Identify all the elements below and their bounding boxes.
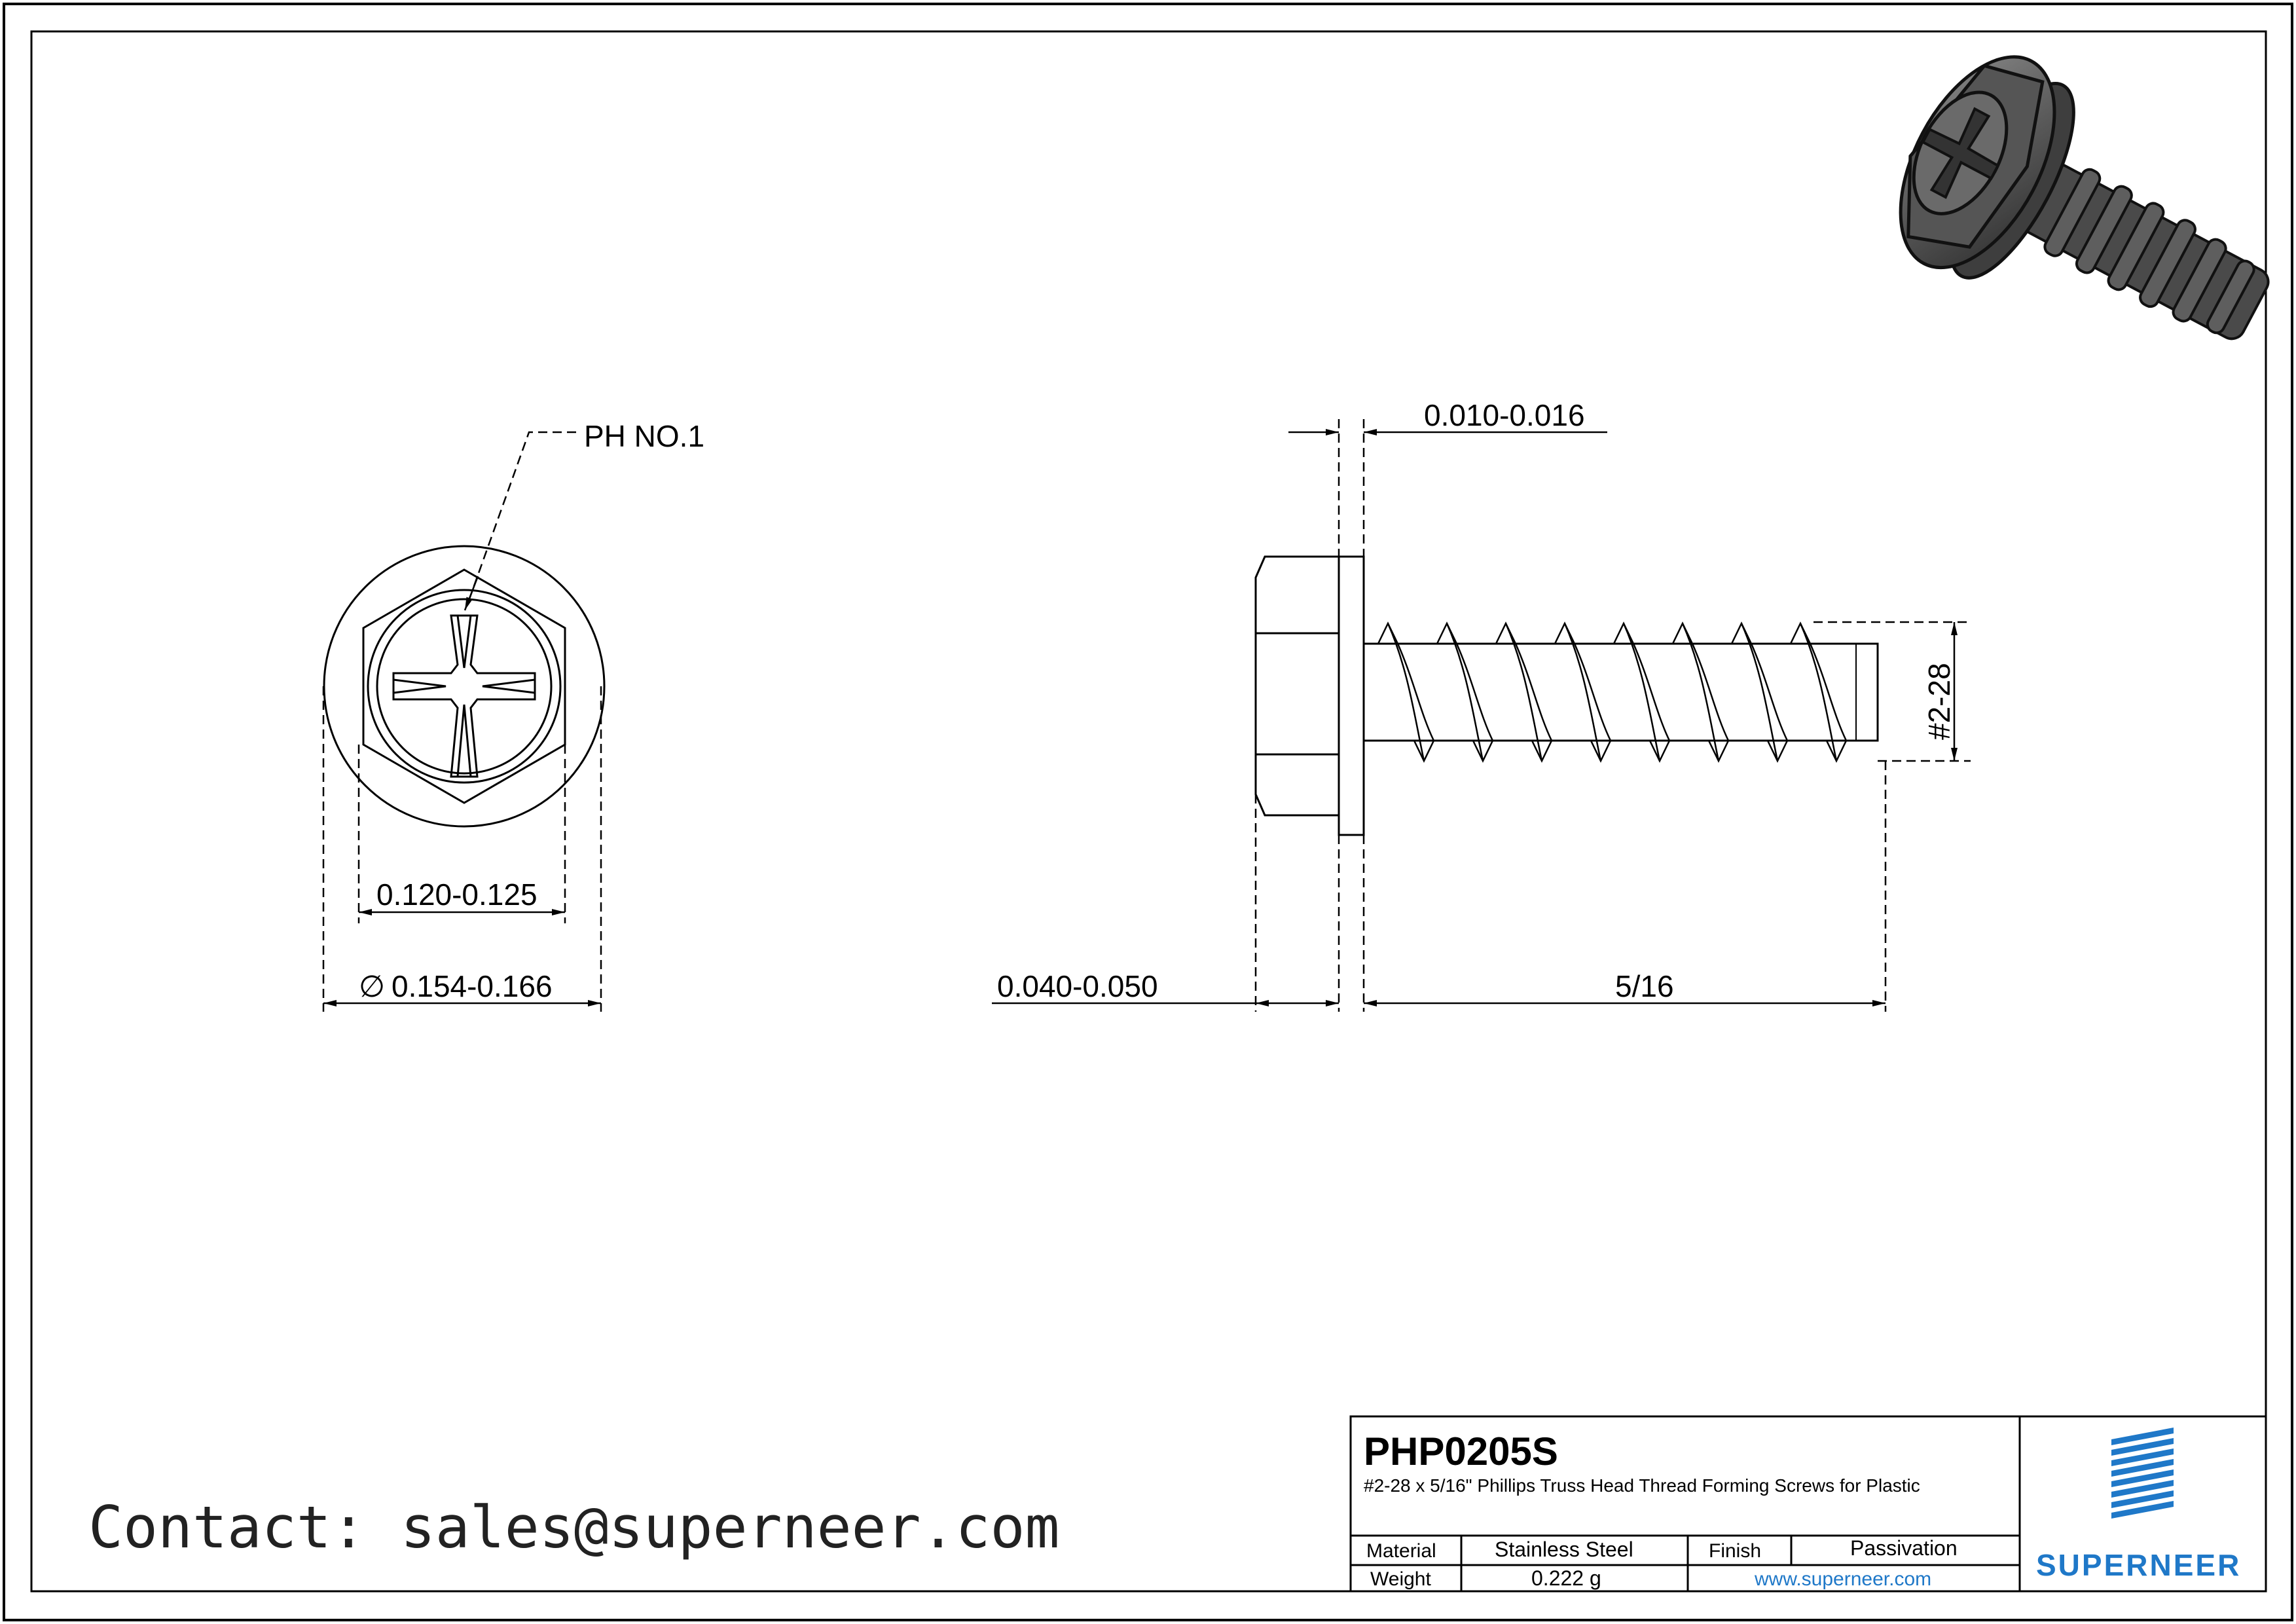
weight-value: 0.222 g: [1531, 1566, 1601, 1590]
website-link[interactable]: www.superneer.com: [1754, 1568, 1931, 1590]
thread-size-dimension: [1813, 621, 1971, 762]
phillips-recess-inner: [393, 615, 536, 777]
hex-head: [362, 568, 566, 804]
washer-thickness-dimension: [1288, 419, 1607, 557]
washer-circle: [323, 545, 606, 828]
dia-symbol: ∅: [359, 969, 385, 1003]
top-view: [323, 545, 606, 828]
hex-width-dimension: [357, 745, 566, 923]
superneer-logo-icon: [2111, 1428, 2174, 1519]
length-label: 5/16: [1615, 969, 1674, 1003]
hex-width-label: 0.120-0.125: [376, 877, 538, 912]
finish-label: Finish: [1709, 1540, 1761, 1562]
drive-label: PH NO.1: [584, 419, 704, 453]
side-shank: [1362, 642, 1879, 742]
contact-text: Contact: sales@superneer.com: [88, 1494, 1059, 1561]
material-label: Material: [1366, 1540, 1436, 1562]
washer-dia-label: 0.154-0.166: [392, 969, 553, 1003]
head-inner-circle: [376, 598, 553, 775]
drive-leader: [464, 431, 576, 611]
weight-label: Weight: [1370, 1568, 1431, 1590]
screw-render-image: [1899, 55, 2270, 341]
title-block: [1349, 1415, 2267, 1593]
head-height-label: 0.040-0.050: [997, 969, 1158, 1003]
washer-dia-dimension: [322, 686, 602, 1012]
inner-border: [30, 30, 2267, 1593]
part-description: #2-28 x 5/16" Phillips Truss Head Thread…: [1364, 1475, 1920, 1496]
material-value: Stainless Steel: [1495, 1538, 1633, 1561]
length-dimensions: [992, 761, 1887, 1012]
outer-border: [3, 3, 2293, 1621]
washer-thickness-label: 0.010-0.016: [1424, 398, 1585, 432]
side-washer: [1338, 555, 1365, 836]
phillips-recess: [392, 614, 536, 778]
thread-profile: [1377, 621, 1848, 763]
finish-value: Passivation: [1850, 1536, 1958, 1560]
thread-size-label: #2-28: [1922, 663, 1956, 740]
head-circle: [367, 589, 562, 784]
side-view: [1254, 555, 1879, 836]
part-number: PHP0205S: [1364, 1430, 1558, 1473]
brand-name: SUPERNEER: [2036, 1548, 2241, 1582]
side-hex-head: [1254, 555, 1340, 817]
